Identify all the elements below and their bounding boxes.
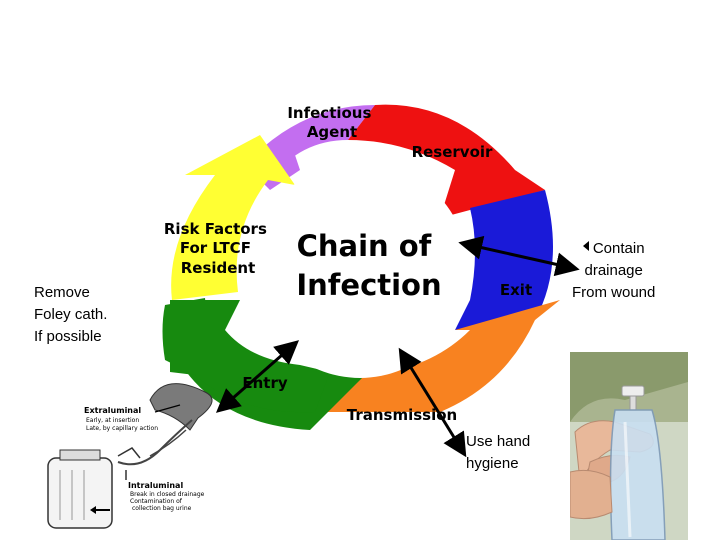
interrupt-exit-arrow [458,235,580,277]
label-risk-factors: Risk Factors For LTCF Resident [164,220,272,277]
note-remove-foley: Remove Foley cath. If possible [34,282,107,348]
center-title: Chain of Infection [296,229,441,302]
extraluminal-item: Early, at insertion [86,417,139,424]
hand-icon [570,469,613,520]
bullet-icon [582,241,589,251]
hand-sanitizer-photo [570,352,688,540]
intraluminal-item: Contamination of [130,498,183,505]
catheter-tube2-icon [149,429,187,457]
bottle-highlight [623,421,632,538]
label-exit: Exit [500,281,532,299]
note-contain-drainage-line: drainage [584,262,643,279]
segment-reservoir [348,104,545,218]
intraluminal-title: Intraluminal [128,481,183,490]
label-infectious-agent: Infectious Agent [287,104,376,141]
interrupt-transmission-arrow [398,347,467,458]
note-remove-foley-line: If possible [34,328,102,345]
interrupt-entry-arrow [215,340,300,413]
extraluminal-pointer [154,404,181,413]
hand-sanitizer-illustration [570,352,688,540]
center-disk [252,162,468,378]
drip-chamber-icon [117,447,141,459]
note-hand-hygiene-line: hygiene [466,455,519,472]
note-hand-hygiene-line: Use hand [466,433,531,450]
extraluminal-item: Late, by capillary action [86,425,158,432]
note-contain-drainage-line: Contain [572,238,655,260]
note-contain-drainage: Contain drainage From wound [572,238,655,304]
note-hand-hygiene: Use hand hygiene [466,431,530,475]
intraluminal-item: Break in closed drainage [130,491,205,498]
note-contain-text: Contain [592,240,645,257]
extraluminal-title: Extraluminal [84,406,141,415]
label-reservoir: Reservoir [412,143,493,161]
note-remove-foley-line: Foley cath. [34,306,108,323]
bottle-icon [609,409,666,540]
intraluminal-item: collection bag urine [132,505,192,512]
collection-bag-icon [47,457,113,529]
collection-bag-cap-icon [59,449,101,461]
catheter-figure: Extraluminal Early, at insertion Late, b… [47,383,213,529]
segment-risk-factors [171,135,295,300]
note-contain-drainage-line: From wound [572,284,656,301]
note-remove-foley-line: Remove [34,284,90,301]
bag-outlet-arrowhead [90,506,96,514]
bottle-pump-icon [621,385,645,397]
catheter-body-icon [149,383,213,431]
bottle-neck [629,395,637,411]
